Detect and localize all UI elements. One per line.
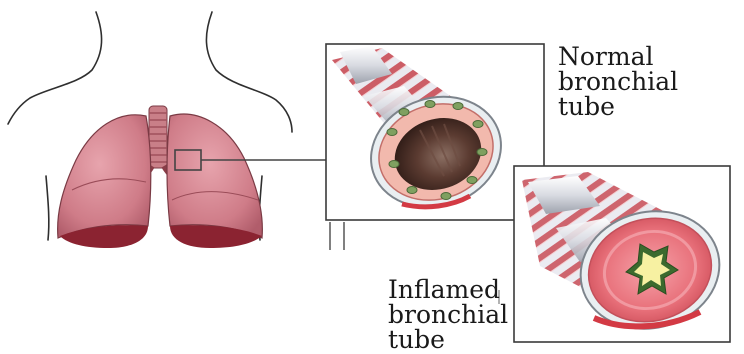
label-line: tube [558,94,678,119]
label-line: bronchial [388,302,508,327]
inflamed-tube-panel [514,166,732,343]
label-line: bronchial [558,69,678,94]
label-line: Inflamed [388,277,508,302]
right-lung [167,114,262,248]
left-lung [58,115,151,248]
normal-tube-panel [326,44,544,224]
label-line: tube [388,327,508,352]
normal-bronchial-tube-label: Normal bronchial tube [558,44,678,119]
label-line: Normal [558,44,678,69]
inflamed-bronchial-tube-label: Inflamed bronchial tube [388,277,508,352]
